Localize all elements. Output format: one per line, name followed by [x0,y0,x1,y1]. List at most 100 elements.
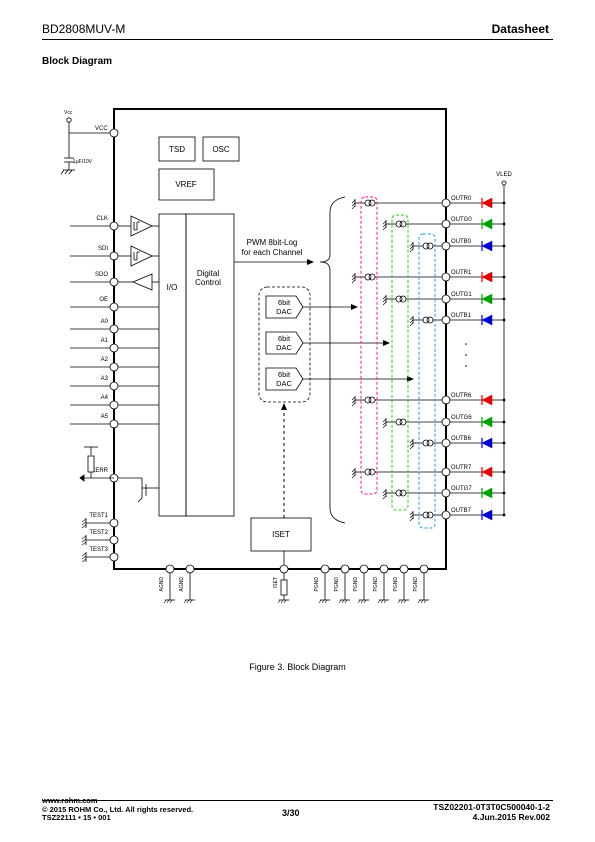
pin-oe-terminal [109,302,119,312]
pin-label: SDO [95,272,108,278]
output-pin-label: OUTB0 [451,239,472,245]
pin-clk: CLK [70,216,119,231]
led-icon [481,240,493,252]
output-pin-label: OUTB6 [451,436,472,442]
pin-label: SDI [98,246,108,252]
output-pin-terminal [441,395,451,405]
pin-sdi-terminal [109,251,119,261]
output-pin-terminal [441,438,451,448]
channel-outb0: OUTB0 [409,239,506,253]
output-pin-label: OUTR1 [451,270,472,276]
output-pin-label: OUTB7 [451,508,472,514]
output-pin-terminal [441,219,451,229]
pwm-bracket [319,196,346,524]
output-pin-label: OUTG6 [451,415,472,421]
bottom-pin-label: PGND [393,577,399,592]
output-pin-label: OUTR7 [451,465,472,471]
output-pin-label: OUTR0 [451,196,472,202]
bottom-pin-label: ISET [273,577,279,588]
bottom-pin-label: PGND [314,577,320,592]
digital-control-label-1: Digital [197,269,219,278]
led-icon [481,218,493,230]
pin-label: A4 [101,395,109,401]
bottom-pin-label: PGND [334,577,340,592]
output-pin-label: OUTG0 [451,217,472,223]
pin-oe: OE [70,297,159,312]
footer-left: www.rohm.com © 2015 ROHM Co., Ltd. All r… [42,796,193,823]
pin-label: A0 [101,319,109,325]
pin-a4-terminal [109,400,119,410]
tsd-block [158,136,196,162]
pin-agnd-1: AGND [179,564,195,604]
dac-group-outline [258,286,311,403]
dac-label-1: 6bit [278,370,291,379]
pin-a1-terminal [109,343,119,353]
footer-code: TSZ22111 • 15 • 001 [42,813,111,822]
pin-test1-terminal [109,518,119,528]
channel-outb7: OUTB7 [409,508,506,522]
vcc-capacitor-label: 1μF/10V [73,159,93,165]
section-title: Block Diagram [42,56,113,67]
pin-label: A1 [101,338,109,344]
led-icon [481,314,493,326]
pin-a3: A3 [70,376,159,391]
channel-outr6: OUTR6 [351,393,506,407]
output-channels: OUTR0OUTG0OUTB0OUTR1OUTG1OUTB1OUTR6OUTG6… [351,196,506,522]
output-pin-terminal [441,294,451,304]
led-icon [481,509,493,521]
pin-pgnd-7: PGND [393,564,409,604]
pin-test1: TEST1 [81,513,119,529]
pin-iset-2: ISET [273,564,289,604]
channel-outg0: OUTG0 [382,217,506,231]
page-number: 3/30 [282,808,300,818]
footer-doc-number: TSZ02201-0T3T0C500040-1-2 [433,802,550,812]
pin-agnd-0: AGND [159,564,175,604]
pin-sdo-terminal [109,277,119,287]
pin-pgnd-4: PGND [334,564,350,604]
dac-label-2: DAC [276,307,292,316]
dac-label-1: 6bit [278,334,291,343]
pin-test3-terminal [109,552,119,562]
pin-label: XERR [91,468,108,474]
dac-label-2: DAC [276,379,292,388]
pin-a1: A1 [70,338,159,353]
channel-outr0: OUTR0 [351,196,506,210]
output-pin-label: OUTR6 [451,393,472,399]
osc-label: OSC [212,145,230,154]
pin-pgnd-5: PGND [353,564,369,604]
vcc-supply-label: Vcc [64,110,73,116]
bottom-pin-label: PGND [413,577,419,592]
pin-sdi: SDI [70,246,119,261]
pin-a3-terminal [109,381,119,391]
pin-label: OE [99,297,108,303]
pin-a2-terminal [109,362,119,372]
blue-channel-group [418,233,436,529]
channel-outb1: OUTB1 [409,313,506,327]
pin-label: CLK [96,216,108,222]
pin-label: A3 [101,376,109,382]
footer-website[interactable]: www.rohm.com [42,796,98,805]
sdi-buffer [118,245,159,267]
output-pin-terminal [441,467,451,477]
channel-outg1: OUTG1 [382,292,506,306]
pin-test3: TEST3 [81,547,119,563]
header-rule [42,39,553,40]
osc-block [202,136,240,162]
channel-outr1: OUTR1 [351,270,506,284]
output-pin-label: OUTG1 [451,292,472,298]
footer-date: 4.Jun.2015 Rev.002 [472,811,550,822]
channel-outg6: OUTG6 [382,415,506,429]
output-pin-terminal [441,198,451,208]
output-pin-label: OUTG7 [451,486,472,492]
led-icon [481,293,493,305]
vref-block [158,168,215,201]
led-icon [481,394,493,406]
pwm-label-2: for each Channel [242,248,303,257]
pin-a2: A2 [70,357,159,372]
pin-a0-terminal [109,324,119,334]
led-icon [481,271,493,283]
